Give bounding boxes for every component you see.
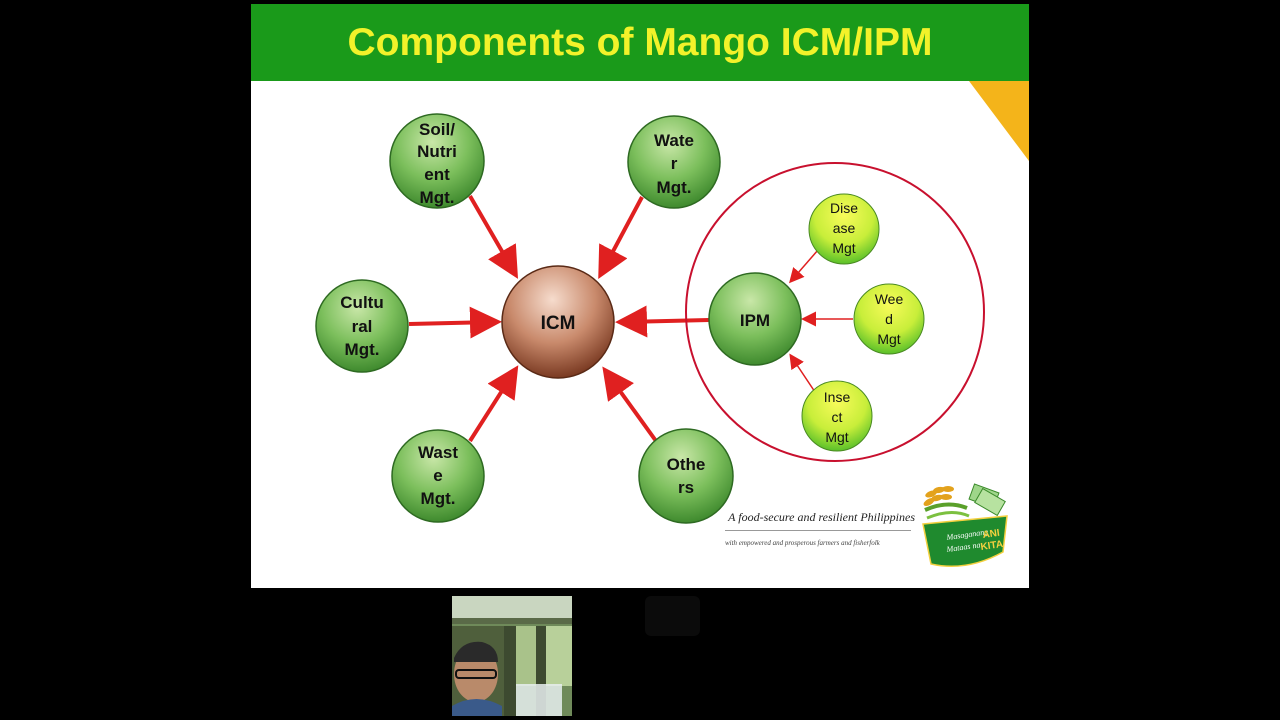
- soil-nutrient-mgt-node: Soil/ Nutri ent Mgt.: [389, 113, 485, 209]
- logo-text-2: ANI: [982, 528, 1001, 541]
- presentation-slide: Components of Mango ICM/IPM: [251, 4, 1029, 588]
- water-label-2: r: [671, 154, 678, 173]
- waste-label-2: e: [433, 466, 442, 485]
- slide-title: Components of Mango ICM/IPM: [347, 20, 933, 64]
- disease-mgt-node: Dise ase Mgt: [808, 193, 880, 265]
- tagline-divider: [725, 530, 911, 531]
- weed-label-2: d: [885, 311, 893, 327]
- icm-diagram: ICM Soil/ Nutri ent Mgt. Wate r Mgt. Cul…: [315, 113, 985, 524]
- water-mgt-node: Wate r Mgt.: [627, 115, 721, 209]
- cultural-label-3: Mgt.: [345, 340, 380, 359]
- waste-label-1: Wast: [418, 443, 458, 462]
- disease-label-3: Mgt: [832, 240, 855, 256]
- insect-label-3: Mgt: [825, 429, 848, 445]
- others-label-2: rs: [678, 478, 694, 497]
- rice-grain-logo-icon: Masaganang ANI Mataas na KITA: [922, 483, 1008, 567]
- slide-subtagline: with empowered and prosperous farmers an…: [725, 539, 880, 547]
- participant-video-tile-empty[interactable]: [645, 596, 700, 636]
- water-label-1: Wate: [654, 131, 694, 150]
- arrow-ipm-to-icm: [615, 305, 710, 338]
- logo-text-4: KITA: [980, 539, 1004, 553]
- ipm-group-ring: [685, 162, 985, 462]
- cultural-label-1: Cultu: [340, 293, 383, 312]
- arrow-cultural-to-icm: [408, 306, 502, 339]
- others-label-1: Othe: [667, 455, 706, 474]
- icm-label: ICM: [541, 313, 576, 334]
- waste-label-3: Mgt.: [421, 489, 456, 508]
- soil-label-1: Soil/: [419, 120, 455, 139]
- waste-mgt-node: Wast e Mgt.: [391, 429, 485, 523]
- arrow-others-to-icm: [602, 366, 658, 443]
- soil-label-2: Nutri: [417, 142, 457, 161]
- cultural-mgt-node: Cultu ral Mgt.: [315, 279, 409, 373]
- slide-tagline: A food-secure and resilient Philippines: [728, 510, 915, 524]
- slide-title-bar: Components of Mango ICM/IPM: [251, 4, 1029, 81]
- arrow-waste-to-icm: [468, 365, 519, 443]
- cultural-label-2: ral: [352, 317, 373, 336]
- arrow-insect-to-ipm: [789, 353, 816, 393]
- insect-label-1: Inse: [824, 389, 851, 405]
- participant-video-tile[interactable]: [452, 596, 572, 716]
- disease-label-1: Dise: [830, 200, 858, 216]
- arrow-water-to-icm: [598, 196, 644, 280]
- water-label-3: Mgt.: [657, 178, 692, 197]
- weed-mgt-node: Wee d Mgt: [853, 283, 925, 355]
- disease-label-2: ase: [833, 220, 856, 236]
- insect-mgt-node: Inse ct Mgt: [801, 380, 873, 452]
- weed-label-1: Wee: [875, 291, 904, 307]
- soil-label-4: Mgt.: [420, 188, 455, 207]
- arrow-disease-to-ipm: [789, 249, 819, 284]
- participant-video-icon: [452, 596, 572, 716]
- ipm-node: IPM: [708, 272, 802, 366]
- soil-label-3: ent: [424, 165, 450, 184]
- weed-label-3: Mgt: [877, 331, 900, 347]
- corner-decoration: [969, 81, 1029, 161]
- others-node: Othe rs: [638, 428, 734, 524]
- insect-label-2: ct: [832, 409, 843, 425]
- ipm-label: IPM: [740, 311, 770, 330]
- icm-node: ICM: [501, 265, 615, 379]
- arrow-soil-to-icm: [468, 194, 519, 279]
